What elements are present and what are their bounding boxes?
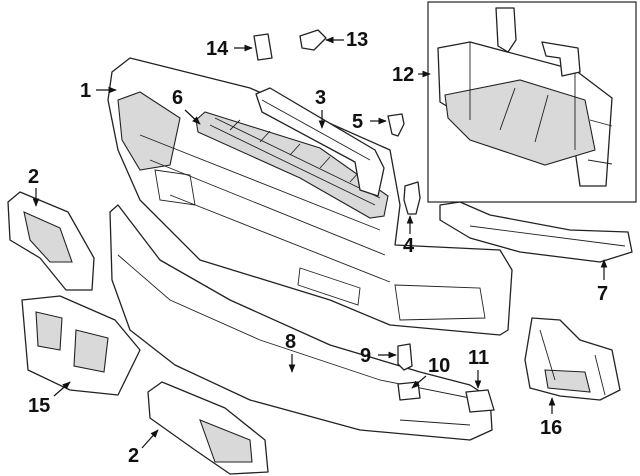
callout-2-upper: 2 — [28, 166, 39, 188]
fastener-part-5 — [387, 113, 405, 137]
clip-part-11 — [465, 389, 495, 413]
callout-8: 8 — [285, 331, 296, 353]
callout-14: 14 — [206, 38, 229, 60]
screw-part-13 — [299, 29, 327, 51]
callout-11: 11 — [468, 347, 489, 369]
filler-strip-part — [439, 201, 633, 263]
callout-13: 13 — [346, 29, 368, 51]
callout-2-lower: 2 — [128, 445, 139, 467]
license-bracket-part — [21, 295, 141, 396]
leader-6 — [184, 109, 201, 125]
callout-3: 3 — [315, 87, 326, 109]
clip-part-14 — [253, 33, 273, 61]
air-deflector-part — [437, 7, 613, 187]
grille-insert-part — [195, 111, 389, 219]
inset-frame — [427, 1, 637, 203]
fastener-part-9 — [397, 343, 413, 371]
callout-9: 9 — [360, 345, 371, 367]
callout-7: 7 — [597, 283, 608, 305]
callout-5: 5 — [352, 111, 363, 133]
leader-15 — [53, 381, 71, 397]
callout-15: 15 — [28, 395, 50, 417]
tow-hook-part — [524, 317, 621, 401]
bumper-bracket-part — [255, 87, 385, 197]
callout-10: 10 — [428, 355, 450, 377]
leader-2b — [141, 429, 159, 449]
callout-1: 1 — [80, 80, 91, 102]
leader-10 — [411, 375, 427, 389]
mount-bracket-part-upper — [7, 191, 95, 291]
callout-16: 16 — [540, 417, 562, 439]
mount-bracket-part-lower — [147, 381, 269, 475]
fastener-part-4 — [403, 181, 421, 215]
callout-6: 6 — [172, 87, 183, 109]
callout-12: 12 — [392, 64, 414, 86]
callout-4: 4 — [403, 235, 415, 257]
